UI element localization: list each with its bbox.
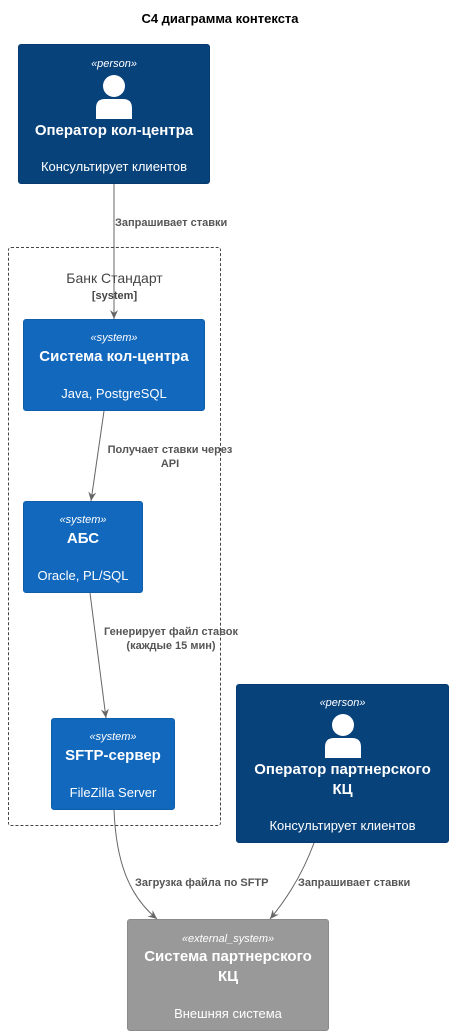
system-sftp[interactable]: «system» SFTP-сервер FileZilla Server xyxy=(51,718,175,810)
edge-label-line: API xyxy=(160,458,180,470)
boundary-title: Банк Стандарт xyxy=(66,270,163,286)
system-boundary xyxy=(8,247,221,826)
stereotype-label: «person» xyxy=(91,58,137,70)
edge-label-requests-rates: Запрашивает ставки xyxy=(115,217,228,229)
node-name-line1: Система партнерского xyxy=(144,948,312,965)
external-system-partner[interactable]: «external_system» Система партнерского К… xyxy=(127,919,329,1031)
node-description: Консультирует клиентов xyxy=(40,159,188,174)
stereotype-label: «system» xyxy=(90,332,138,344)
edge-label-gets-rates-api: Получает ставки через API xyxy=(100,443,240,471)
node-name-line2: КЦ xyxy=(217,968,239,985)
node-description: Консультирует клиентов xyxy=(269,818,416,833)
boundary-type: [system] xyxy=(91,290,138,302)
stereotype-label: «person» xyxy=(319,697,366,709)
node-name: SFTP-сервер xyxy=(65,747,161,764)
edge-label-line: Получает ставки через xyxy=(107,444,233,456)
stereotype-label: «system» xyxy=(59,514,107,526)
node-name-line1: Оператор партнерского xyxy=(254,761,431,778)
person-partner-operator[interactable]: «person» Оператор партнерского КЦ Консул… xyxy=(236,684,449,843)
person-icon xyxy=(324,714,361,758)
system-abs[interactable]: «system» АБС Oracle, PL/SQL xyxy=(23,501,143,593)
node-description: Java, PostgreSQL xyxy=(61,386,167,401)
node-name: Оператор кол-центра xyxy=(34,122,194,139)
stereotype-label: «external_system» xyxy=(181,933,275,945)
node-description: Oracle, PL/SQL xyxy=(37,568,129,583)
edge-label-sftp-upload: Загрузка файла по SFTP xyxy=(135,877,269,889)
edge-label-line: (каждые 15 мин) xyxy=(126,640,216,652)
system-cc[interactable]: «system» Система кол-центра Java, Postgr… xyxy=(23,319,205,411)
person-icon xyxy=(96,75,132,119)
edge-label-line: Генерирует файл ставок xyxy=(103,626,238,638)
edge-label-generates-file: Генерирует файл ставок (каждые 15 мин) xyxy=(96,625,246,653)
node-name-line2: КЦ xyxy=(332,781,353,798)
edge-label-requests-rates-partner: Запрашивает ставки xyxy=(298,877,411,889)
person-operator-cc[interactable]: «person» Оператор кол-центра Консультиру… xyxy=(18,44,210,184)
node-description: FileZilla Server xyxy=(69,785,157,800)
node-name: Система кол-центра xyxy=(39,348,189,365)
stereotype-label: «system» xyxy=(89,731,137,743)
edge-sftp-to-partner-system xyxy=(113,809,158,920)
node-name: АБС xyxy=(66,530,100,547)
node-description: Внешняя система xyxy=(174,1006,282,1021)
diagram-title: C4 диаграмма контекста xyxy=(141,11,299,26)
